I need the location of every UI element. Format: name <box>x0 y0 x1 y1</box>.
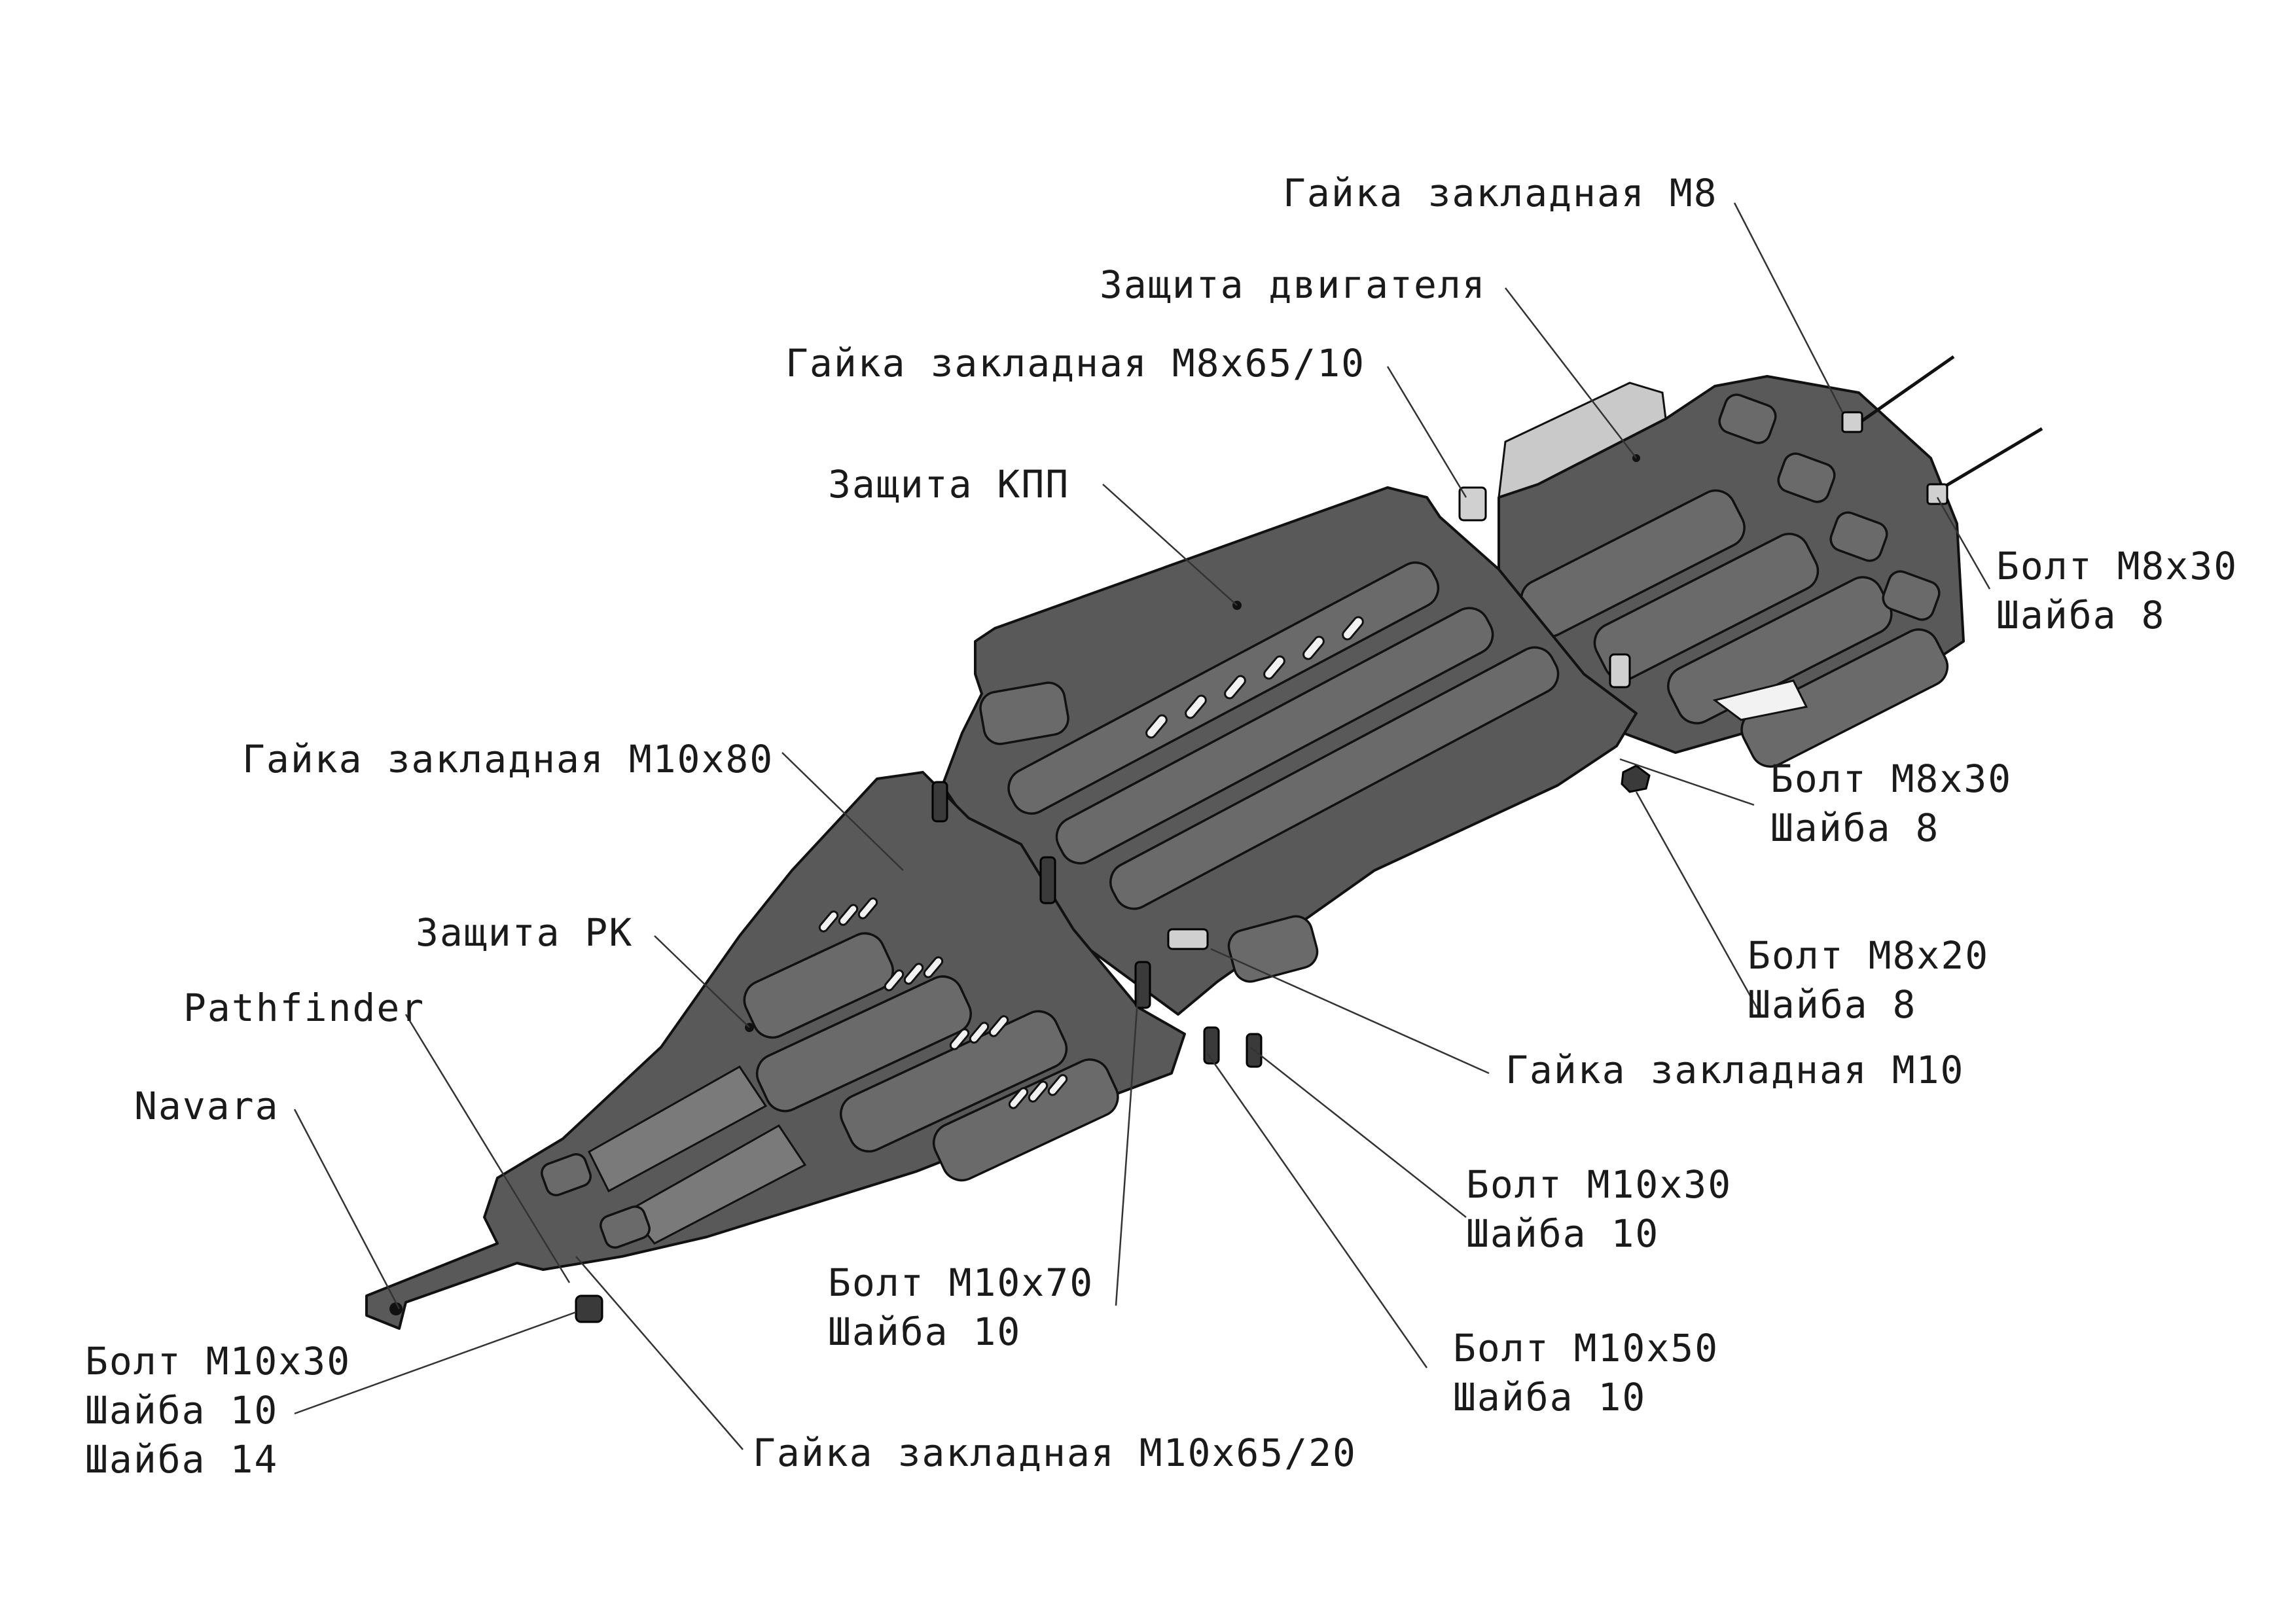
label-bolt-m10x50: Болт М10х50 <box>1453 1326 1719 1370</box>
label-engine-guard: Защита двигателя <box>1100 262 1486 307</box>
label-washer-8-right-2: Шайба 8 <box>1770 806 1939 850</box>
label-washer-10-m10x70: Шайба 10 <box>828 1310 1021 1354</box>
label-bolt-m8x20: Болт М8х20 <box>1748 933 1989 978</box>
label-navara: Navara <box>134 1084 279 1128</box>
label-nut-m8: Гайка закладная М8 <box>1283 171 1718 215</box>
gearbox-guard-plate <box>941 486 1638 1016</box>
label-bolt-m10x30-mid: Болт М10х30 <box>1466 1162 1732 1207</box>
callout-labels: Гайка закладная М8 Защита двигателя Гайк… <box>85 171 2238 1482</box>
label-washer-14-left: Шайба 14 <box>85 1437 278 1482</box>
label-nut-m8x65-10: Гайка закладная М8х65/10 <box>785 341 1365 385</box>
label-bolt-m8x30-right-1: Болт М8х30 <box>1996 544 2238 588</box>
label-transfer-guard: Защита РК <box>416 910 633 955</box>
label-washer-8-right-1: Шайба 8 <box>1996 593 2165 637</box>
label-bolt-m10x70: Болт М10х70 <box>828 1260 1094 1305</box>
label-washer-8-m8x20: Шайба 8 <box>1748 982 1916 1027</box>
label-nut-m10: Гайка закладная М10 <box>1505 1048 1964 1092</box>
label-nut-m10x65-20: Гайка закладная М10х65/20 <box>753 1431 1357 1475</box>
gearbox-vent-slots <box>1145 616 1364 739</box>
label-nut-m10x80: Гайка закладная М10х80 <box>242 737 774 781</box>
label-gearbox-guard: Защита КПП <box>828 462 1069 507</box>
label-pathfinder: Pathfinder <box>183 986 425 1030</box>
leader-lines <box>293 202 1991 1450</box>
label-washer-10-mid: Шайба 10 <box>1466 1211 1659 1256</box>
label-washer-10-m10x50: Шайба 10 <box>1453 1375 1646 1419</box>
label-bolt-m8x30-right-2: Болт М8х30 <box>1770 757 2012 801</box>
label-washer-10-left: Шайба 10 <box>85 1388 278 1433</box>
transfer-case-guard-plate <box>365 771 1186 1330</box>
label-bolt-m10x30-left: Болт М10х30 <box>85 1339 351 1383</box>
transfer-vent-slots <box>818 897 1068 1109</box>
fastener-hardware <box>575 355 2043 1323</box>
